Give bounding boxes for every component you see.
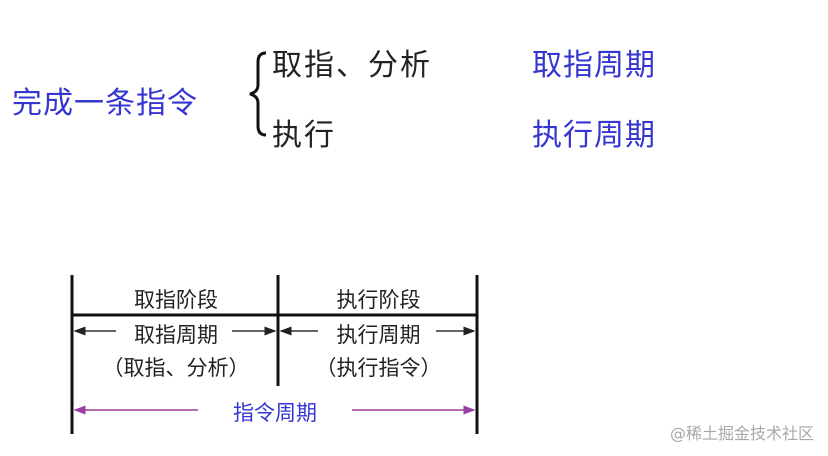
fetch-cycle-detail: （取指、分析） <box>102 356 250 380</box>
branch-execute: 执行 <box>272 118 336 153</box>
execute-cycle-label: 执行周期 <box>532 118 656 153</box>
branch-fetch-analyze: 取指、分析 <box>272 48 432 83</box>
execute-cycle-detail: （执行指令） <box>315 356 442 380</box>
execute-phase-label: 执行阶段 <box>336 288 421 312</box>
execute-cycle-span-label: 执行周期 <box>336 323 421 347</box>
watermark: @稀土掘金技术社区 <box>669 424 814 443</box>
instruction-cycle-label: 指令周期 <box>233 401 317 425</box>
fetch-cycle-span-label: 取指周期 <box>134 323 218 347</box>
complete-instruction-label: 完成一条指令 <box>12 86 198 121</box>
fetch-cycle-label: 取指周期 <box>532 48 656 83</box>
curly-brace-icon <box>249 51 267 137</box>
fetch-phase-label: 取指阶段 <box>134 288 218 312</box>
